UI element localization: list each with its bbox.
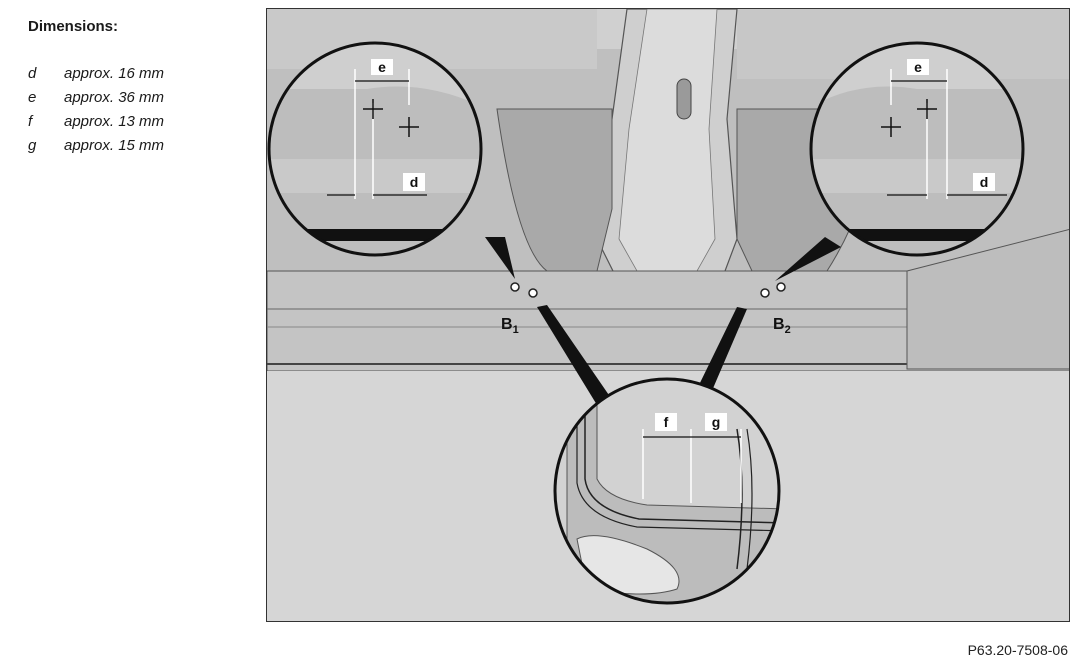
label-e-right: e bbox=[914, 59, 922, 75]
legend-value: approx. 15 mm bbox=[64, 136, 165, 154]
legend-item-g: g approx. 15 mm bbox=[28, 133, 164, 157]
dimensions-legend: Dimensions: d approx. 16 mm e approx. 36… bbox=[28, 18, 164, 157]
legend-symbol: g bbox=[28, 136, 37, 154]
vehicle-illustration: B1 B2 e bbox=[266, 8, 1070, 622]
pointer-left bbox=[485, 237, 515, 279]
label-f: f bbox=[664, 414, 669, 430]
detail-circle-right: e d bbox=[809, 41, 1025, 257]
pointer-bottom-left bbox=[537, 305, 613, 405]
label-d-left: d bbox=[410, 174, 419, 190]
legend-value: approx. 13 mm bbox=[64, 112, 165, 130]
pointer-bottom-right bbox=[697, 307, 747, 393]
label-g: g bbox=[712, 414, 721, 430]
point-b1-label: B1 bbox=[501, 316, 519, 336]
legend-symbol: f bbox=[28, 112, 33, 130]
legend-symbol: e bbox=[28, 88, 37, 106]
legend-title: Dimensions: bbox=[28, 18, 119, 35]
legend-item-d: d approx. 16 mm bbox=[28, 61, 164, 85]
legend-value: approx. 16 mm bbox=[64, 64, 165, 82]
label-d-right: d bbox=[980, 174, 989, 190]
point-b2-label: B2 bbox=[773, 316, 791, 336]
label-e-left: e bbox=[378, 59, 386, 75]
legend-item-f: f approx. 13 mm bbox=[28, 109, 164, 133]
pointer-right bbox=[775, 237, 841, 281]
legend-value: approx. 36 mm bbox=[64, 88, 165, 106]
legend-symbol: d bbox=[28, 64, 37, 82]
legend-item-e: e approx. 36 mm bbox=[28, 85, 164, 109]
reference-code: P63.20-7508-06 bbox=[967, 642, 1068, 658]
detail-circle-bottom: f g bbox=[553, 377, 781, 605]
